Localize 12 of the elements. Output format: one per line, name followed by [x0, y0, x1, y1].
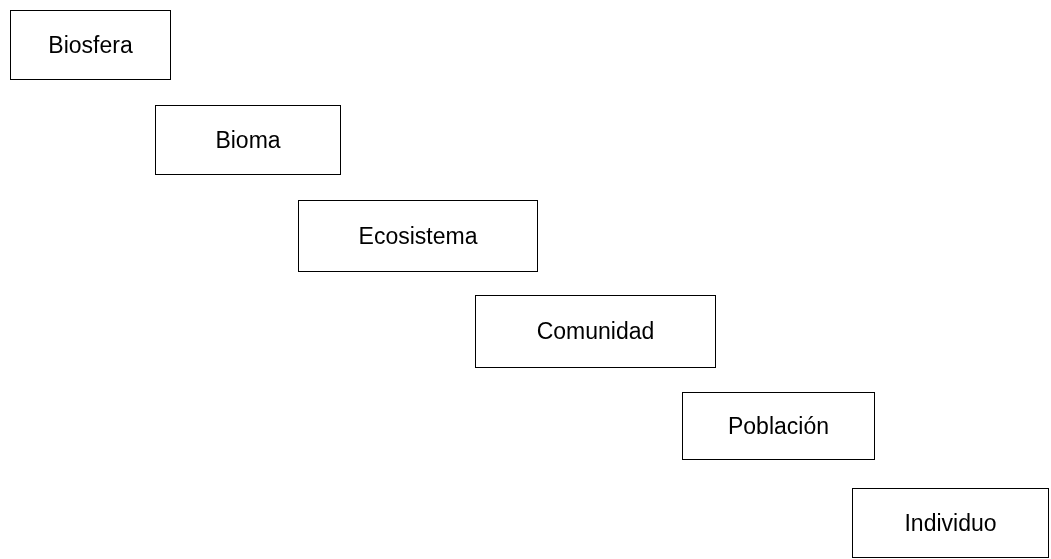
level-name: Comunidad — [536, 318, 655, 345]
level-box — [298, 200, 538, 272]
level-name: Población — [728, 412, 829, 440]
level-name: Biosfera — [48, 31, 133, 59]
level-box — [682, 392, 875, 460]
level-box — [10, 10, 171, 80]
level-name: Bioma — [215, 126, 281, 154]
level-box — [852, 488, 1049, 558]
level-name: Ecosistema — [358, 222, 478, 250]
level-box — [155, 105, 341, 175]
level-name: Individuo — [904, 509, 997, 537]
level-box — [475, 295, 716, 368]
